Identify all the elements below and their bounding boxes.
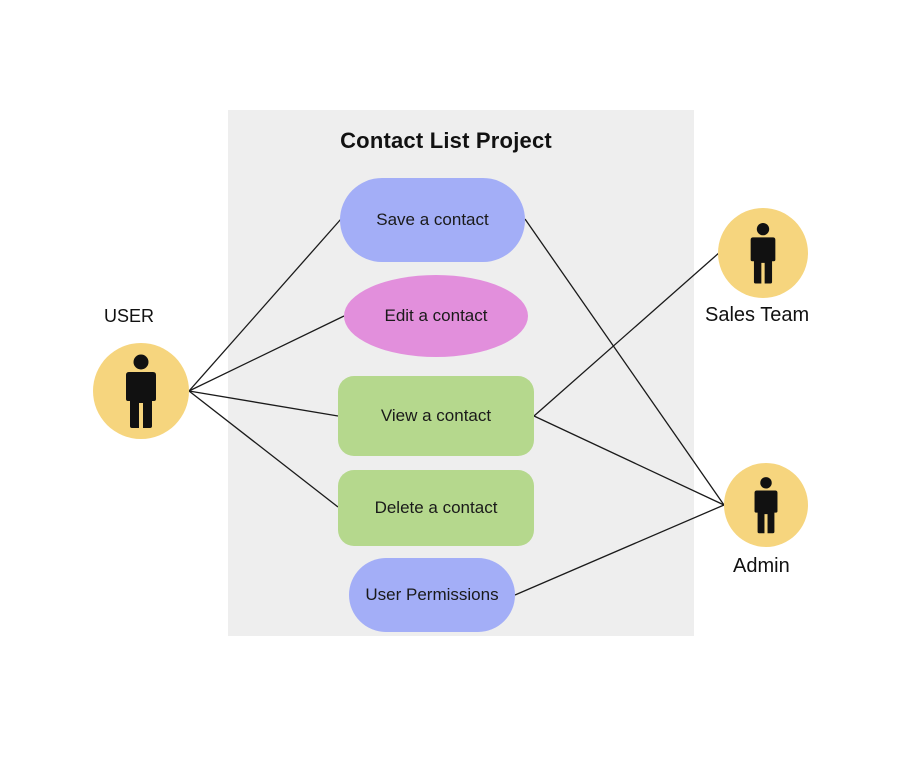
association-admin-perm <box>514 504 725 596</box>
actor-label-user: USER <box>104 306 155 326</box>
association-admin-save <box>524 218 725 506</box>
association-sales-view <box>533 251 721 417</box>
actor-admin <box>724 463 808 547</box>
use-case-edit-contact: Edit a contact <box>344 275 528 357</box>
person-icon <box>750 222 776 284</box>
association-user-edit <box>188 315 345 392</box>
use-case-label: User Permissions <box>365 585 499 604</box>
actor-user <box>93 343 189 439</box>
use-case-label: View a contact <box>380 406 492 425</box>
use-case-save-contact: Save a contact <box>340 178 525 262</box>
use-case-view-contact: View a contact <box>338 376 534 456</box>
actor-label-admin: Admin <box>733 555 790 577</box>
use-case-label: Save a contact <box>376 210 489 229</box>
use-case-delete-contact: Delete a contact <box>338 470 534 546</box>
association-user-save <box>188 218 342 392</box>
person-icon <box>754 477 778 534</box>
actor-label-sales-team: Sales Team <box>705 304 810 326</box>
use-case-user-permissions: User Permissions <box>349 558 515 632</box>
use-case-label: Delete a contact <box>374 498 498 517</box>
use-case-label: Edit a contact <box>384 306 488 325</box>
diagram-title: Contact List Project <box>340 128 552 153</box>
association-user-view <box>188 390 339 417</box>
association-user-delete <box>188 390 339 508</box>
association-admin-view <box>533 415 725 506</box>
actor-sales-team <box>718 208 808 298</box>
person-icon <box>126 354 156 428</box>
